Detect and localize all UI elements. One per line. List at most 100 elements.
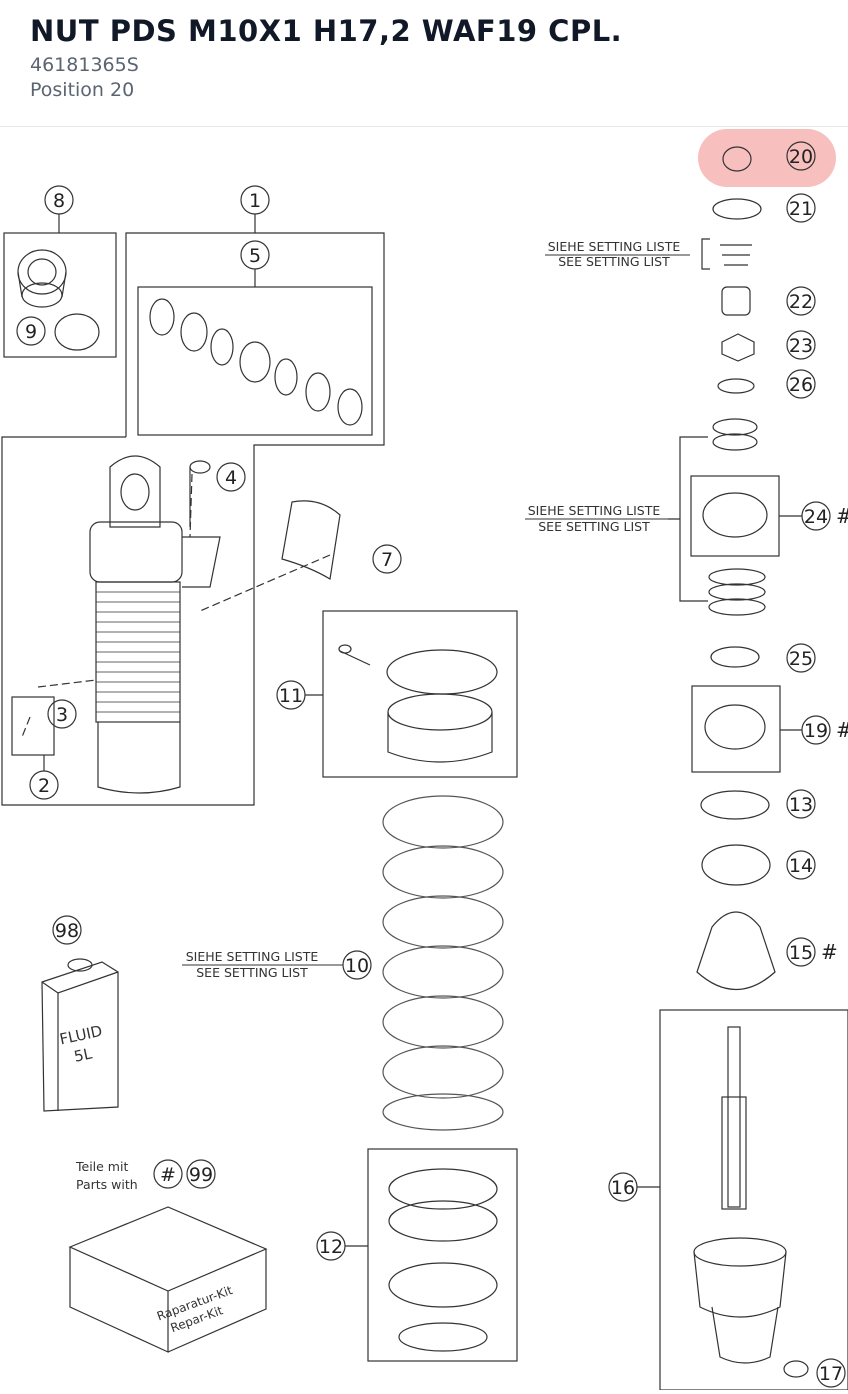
box-1-outline: [1, 232, 385, 806]
svg-text:99: 99: [189, 1164, 213, 1186]
part-14-drawing: [701, 844, 771, 886]
box-12: [367, 1148, 518, 1362]
hash-15: #: [821, 940, 838, 964]
box-8: [3, 232, 117, 358]
svg-text:SEE SETTING LIST: SEE SETTING LIST: [558, 254, 670, 269]
svg-text:SIEHE SETTING LISTE: SIEHE SETTING LISTE: [186, 949, 319, 964]
callout-hash: #: [153, 1159, 183, 1189]
callout-2[interactable]: 2: [29, 755, 59, 800]
svg-text:15: 15: [789, 942, 813, 964]
callout-14[interactable]: 14: [786, 850, 816, 880]
part-19-drawing: [704, 704, 766, 750]
fluid-can-98-drawing: FLUID 5L: [41, 958, 119, 1112]
callout-98[interactable]: 98: [52, 915, 82, 945]
part-8-drawing: [17, 249, 100, 351]
shock-body-drawing: [89, 455, 221, 794]
callout-7[interactable]: 7: [372, 544, 402, 574]
svg-text:23: 23: [789, 335, 813, 357]
repair-kit-box-drawing: Raparatur-Kit Repar-Kit: [68, 1206, 268, 1353]
box-16: [659, 1009, 848, 1391]
svg-text:2: 2: [38, 775, 50, 797]
fluid-label: FLUID: [58, 1022, 104, 1049]
part-15-drawing: [696, 911, 776, 991]
box-11: [322, 610, 518, 778]
svg-text:5: 5: [249, 245, 261, 267]
callout-15[interactable]: 15: [786, 937, 816, 967]
setting-note-10: SIEHE SETTING LISTE SEE SETTING LIST: [186, 949, 319, 980]
callout-20[interactable]: 20: [786, 141, 816, 171]
svg-text:11: 11: [279, 685, 303, 707]
svg-text:10: 10: [345, 955, 369, 977]
part-24-stack: [708, 568, 766, 616]
fluid-volume-label: 5L: [72, 1044, 94, 1065]
part-header: NUT PDS M10X1 H17,2 WAF19 CPL. 46181365S…: [0, 0, 848, 127]
callout-19[interactable]: 19: [780, 715, 831, 745]
svg-text:Teile mit: Teile mit: [75, 1159, 128, 1174]
callout-8[interactable]: 8: [44, 185, 74, 233]
svg-text:1: 1: [249, 190, 261, 212]
part-12-drawing: [388, 1168, 498, 1352]
svg-text:98: 98: [55, 920, 79, 942]
callout-23[interactable]: 23: [786, 330, 816, 360]
spring-10-drawing: [382, 795, 504, 1131]
part-position: Position 20: [30, 79, 135, 101]
svg-text:12: 12: [319, 1236, 343, 1258]
setting-note-top: SIEHE SETTING LISTE SEE SETTING LIST: [548, 239, 681, 269]
svg-text:21: 21: [789, 198, 813, 220]
svg-text:26: 26: [789, 374, 813, 396]
svg-text:25: 25: [789, 648, 813, 670]
callout-9[interactable]: 9: [16, 316, 46, 346]
callout-12[interactable]: 12: [316, 1231, 368, 1261]
part-13-drawing: [700, 790, 770, 820]
callout-26[interactable]: 26: [786, 369, 816, 399]
callout-5[interactable]: 5: [240, 240, 270, 287]
callout-11[interactable]: 11: [276, 680, 323, 710]
svg-text:SIEHE SETTING LISTE: SIEHE SETTING LISTE: [528, 503, 661, 518]
svg-text:16: 16: [611, 1177, 635, 1199]
bracket-setting-top: [701, 238, 710, 270]
callout-99[interactable]: 99: [186, 1159, 216, 1189]
callout-17[interactable]: 17: [816, 1358, 846, 1388]
svg-text:3: 3: [56, 704, 68, 726]
box-3: [11, 696, 55, 756]
callout-25[interactable]: 25: [786, 643, 816, 673]
callout-3[interactable]: 3: [47, 699, 77, 729]
hash-19: #: [836, 718, 848, 742]
svg-text:13: 13: [789, 794, 813, 816]
callout-1[interactable]: 1: [240, 185, 270, 233]
part-11-drawing: [338, 644, 498, 763]
callout-22[interactable]: 22: [786, 286, 816, 316]
part-24-drawing: [702, 492, 768, 538]
svg-text:8: 8: [53, 190, 65, 212]
part-5-drawing: [149, 298, 363, 426]
callout-21[interactable]: 21: [786, 193, 816, 223]
callout-13[interactable]: 13: [786, 789, 816, 819]
parts-with-note: Teile mit Parts with: [75, 1159, 138, 1192]
box-24: [690, 475, 780, 557]
hash-24: #: [836, 504, 848, 528]
exploded-parts-diagram: FLUID 5L Raparatur-Kit Repar-Kit SIEHE S…: [0, 127, 848, 1391]
box-19: [691, 685, 781, 773]
callout-4[interactable]: 4: [216, 462, 246, 492]
svg-text:SEE SETTING LIST: SEE SETTING LIST: [196, 965, 308, 980]
svg-text:Parts with: Parts with: [76, 1177, 138, 1192]
callout-24[interactable]: 24: [779, 501, 831, 531]
part-title: NUT PDS M10X1 H17,2 WAF19 CPL.: [30, 14, 623, 48]
leader-lines: [21, 473, 331, 738]
part-number: 46181365S: [30, 54, 139, 76]
svg-text:14: 14: [789, 855, 813, 877]
svg-text:#: #: [160, 1164, 176, 1186]
svg-text:24: 24: [804, 506, 828, 528]
svg-text:4: 4: [225, 467, 237, 489]
part-7-drawing: [281, 500, 341, 580]
svg-text:20: 20: [789, 146, 813, 168]
svg-text:SIEHE SETTING LISTE: SIEHE SETTING LISTE: [548, 239, 681, 254]
setting-note-24: SIEHE SETTING LISTE SEE SETTING LIST: [528, 503, 661, 534]
callout-10[interactable]: 10: [342, 950, 372, 980]
part-25-drawing: [710, 646, 760, 668]
selected-position-highlight: [698, 129, 836, 187]
svg-text:19: 19: [804, 720, 828, 742]
callout-16[interactable]: 16: [608, 1172, 660, 1202]
svg-text:22: 22: [789, 291, 813, 313]
svg-text:7: 7: [381, 549, 393, 571]
